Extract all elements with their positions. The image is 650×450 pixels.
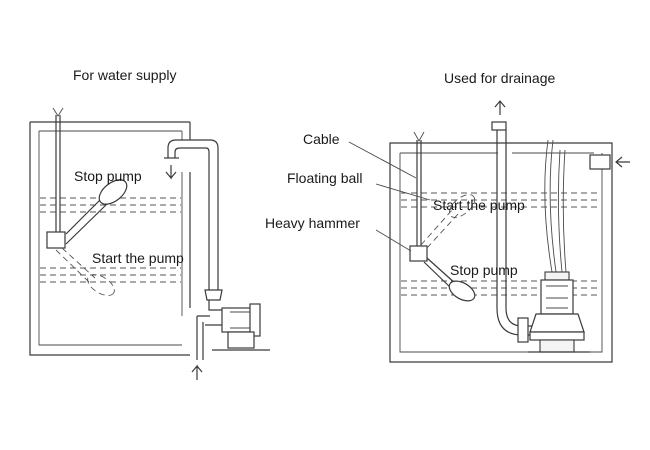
drainage-heavy-hammer — [409, 245, 428, 262]
supply-float-stop-position — [65, 179, 128, 245]
drainage-inflow-arrow-icon — [615, 156, 630, 168]
drainage-float-start-position — [420, 194, 476, 249]
supply-outflow-arrow-icon — [165, 165, 177, 180]
drainage-stop-pump-label: Stop pump — [450, 262, 518, 278]
drainage-leader-lines — [348, 141, 431, 252]
drainage-float-stop-position — [423, 257, 476, 302]
drainage-water-level-lines — [401, 192, 601, 296]
supply-stop-pump-label: Stop pump — [74, 168, 142, 184]
supply-start-pump-label: Start the pump — [92, 250, 184, 266]
supply-cable — [52, 107, 64, 232]
drainage-title: Used for drainage — [444, 70, 556, 86]
drainage-tank — [389, 142, 613, 363]
water-supply-title: For water supply — [73, 67, 176, 83]
supply-tank — [29, 121, 191, 356]
drainage-discharge-pipe — [491, 121, 540, 343]
supply-inflow-arrow-icon — [191, 364, 203, 380]
drainage-cable-label: Cable — [303, 131, 340, 147]
supply-pump — [196, 289, 270, 360]
drainage-diagram: Used for drainage — [265, 70, 630, 363]
drainage-inlet-box — [589, 154, 611, 170]
drainage-start-pump-label: Start the pump — [433, 197, 525, 213]
supply-heavy-hammer — [46, 231, 66, 249]
drainage-heavy-hammer-label: Heavy hammer — [265, 215, 360, 231]
drainage-cable — [413, 131, 425, 246]
supply-float-start-position — [55, 247, 115, 296]
drainage-pump-cables — [544, 139, 567, 273]
supply-outlet-pipe — [164, 139, 219, 290]
drainage-outflow-arrow-icon — [494, 100, 506, 115]
water-supply-diagram: For water supply — [29, 67, 270, 380]
drainage-floating-ball-label: Floating ball — [287, 170, 363, 186]
drainage-submersible-pump — [528, 271, 590, 353]
